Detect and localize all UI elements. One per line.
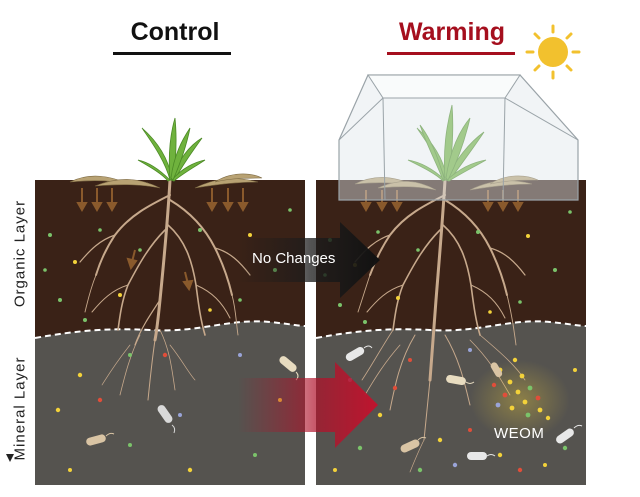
warming-microbes — [345, 345, 583, 460]
control-title: Control — [130, 18, 220, 46]
warming-leaching-arrows — [360, 190, 524, 213]
sun-icon — [525, 24, 581, 80]
control-litter — [69, 173, 263, 189]
weom-label: WEOM — [494, 425, 545, 442]
weom-particles — [491, 357, 551, 421]
control-mineral-layer — [35, 321, 305, 485]
weom-glow — [470, 360, 570, 440]
control-microbes — [86, 356, 299, 446]
control-roots — [79, 178, 251, 401]
no-changes-arrow — [238, 222, 380, 298]
control-panel — [34, 117, 306, 485]
control-layer-boundary — [34, 320, 306, 339]
control-leaching-arrows — [76, 188, 249, 292]
warming-layer-boundary — [315, 320, 587, 339]
warming-effect-arrow — [238, 362, 378, 448]
warming-grass — [407, 104, 487, 182]
warming-title: Warming — [398, 18, 506, 46]
control-mineral-particles — [55, 352, 282, 473]
open-top-chamber-icon — [338, 74, 579, 201]
control-title-underline — [113, 52, 231, 55]
control-grass — [137, 117, 206, 182]
no-changes-label: No Changes — [252, 250, 336, 267]
warming-title-underline — [387, 52, 515, 55]
corner-marker — [6, 454, 14, 462]
warming-panel — [315, 74, 587, 485]
